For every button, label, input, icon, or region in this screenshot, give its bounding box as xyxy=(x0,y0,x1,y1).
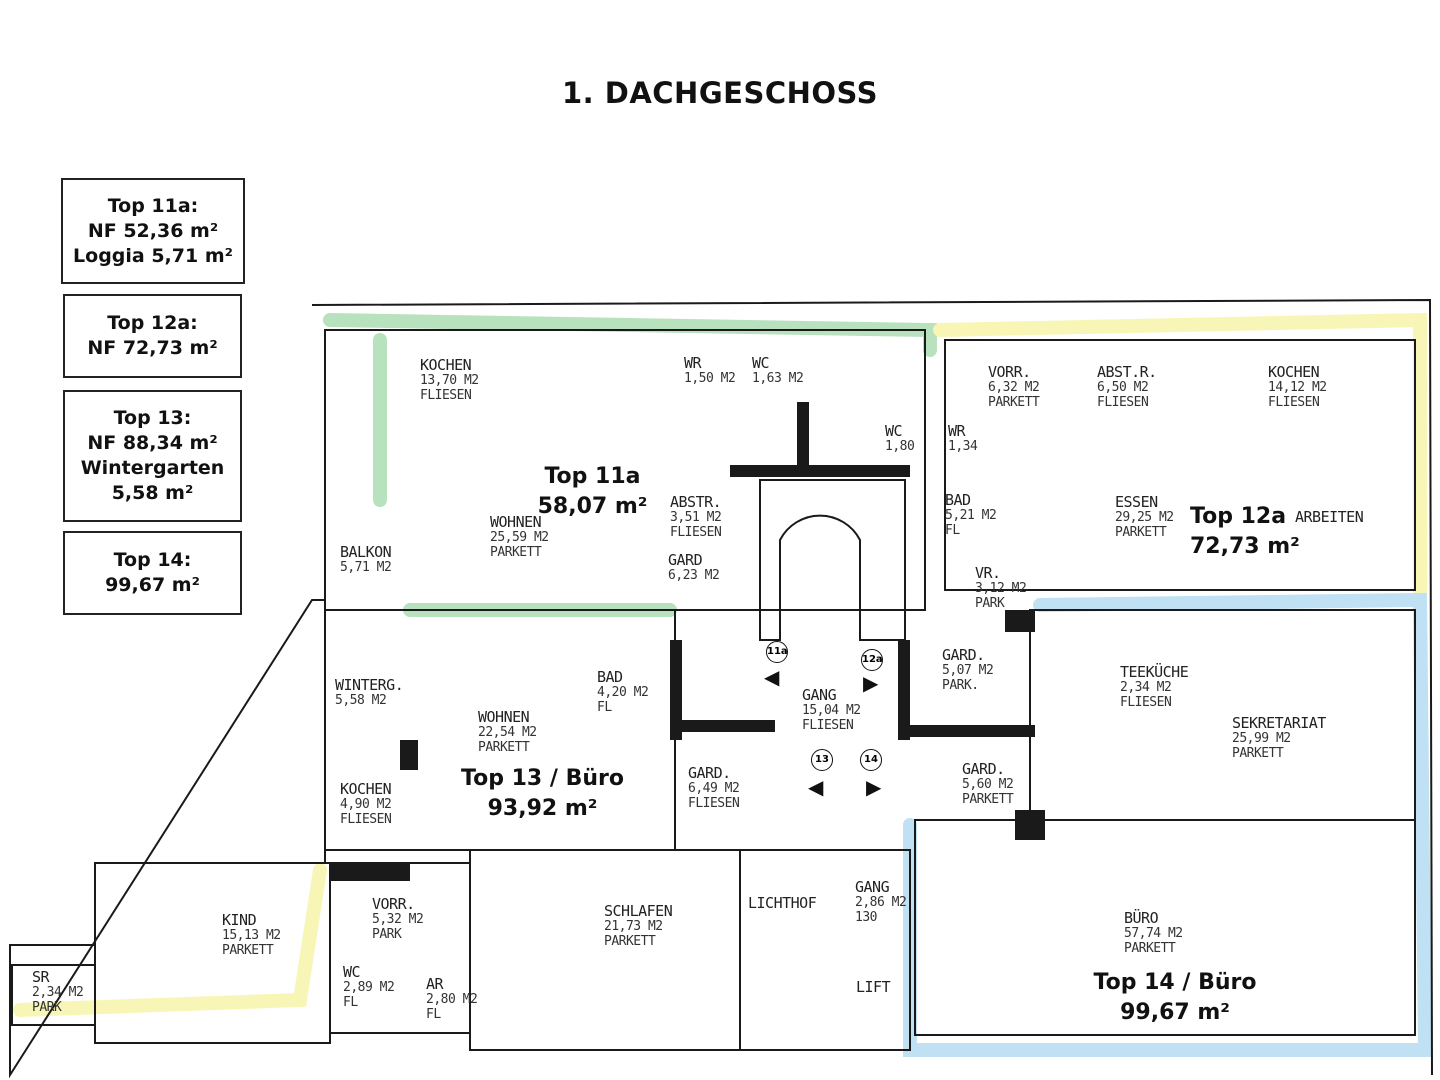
legend-top-14: Top 14: 99,67 m² xyxy=(63,531,242,615)
arrow-left-icon: ◀ xyxy=(764,665,780,689)
arrow-right-icon: ▶ xyxy=(866,775,882,799)
room-arbeiten: ARBEITEN xyxy=(1295,508,1364,526)
yellow-highlight xyxy=(13,312,1427,1017)
entrance-marker-12a: 12a xyxy=(861,649,883,671)
entrance-marker-13: 13 xyxy=(811,749,833,771)
legend-line: NF 88,34 m² xyxy=(87,432,218,454)
arrow-left-icon: ◀ xyxy=(808,775,824,799)
legend-line: Top 12a: xyxy=(107,312,198,334)
legend-line: 99,67 m² xyxy=(105,574,200,596)
legend-line: Top 14: xyxy=(113,549,192,571)
legend-top-11a: Top 11a: NF 52,36 m² Loggia 5,71 m² xyxy=(61,178,245,284)
legend-top-12a: Top 12a: NF 72,73 m² xyxy=(63,294,242,378)
room-winterg: WINTERG.5,58 M2 xyxy=(335,676,404,709)
legend-line: 5,58 m² xyxy=(111,482,194,504)
entrance-marker-14: 14 xyxy=(860,749,882,771)
legend-line: Top 13: xyxy=(113,407,192,429)
entrance-marker-11a: 11a xyxy=(766,641,788,663)
legend-line: NF 52,36 m² xyxy=(87,219,219,242)
room-lift: LIFT xyxy=(856,978,891,996)
legend-line: NF 72,73 m² xyxy=(87,337,218,359)
floor-title: 1. DACHGESCHOSS xyxy=(561,76,879,110)
legend-line: Top 11a: xyxy=(107,194,199,217)
arrow-right-icon: ▶ xyxy=(863,671,879,695)
legend-line: Wintergarten xyxy=(80,457,225,479)
room-lichthof: LICHTHOF xyxy=(748,894,817,912)
legend-top-13: Top 13: NF 88,34 m² Wintergarten 5,58 m² xyxy=(63,390,242,522)
legend-line: Loggia 5,71 m² xyxy=(73,244,233,267)
